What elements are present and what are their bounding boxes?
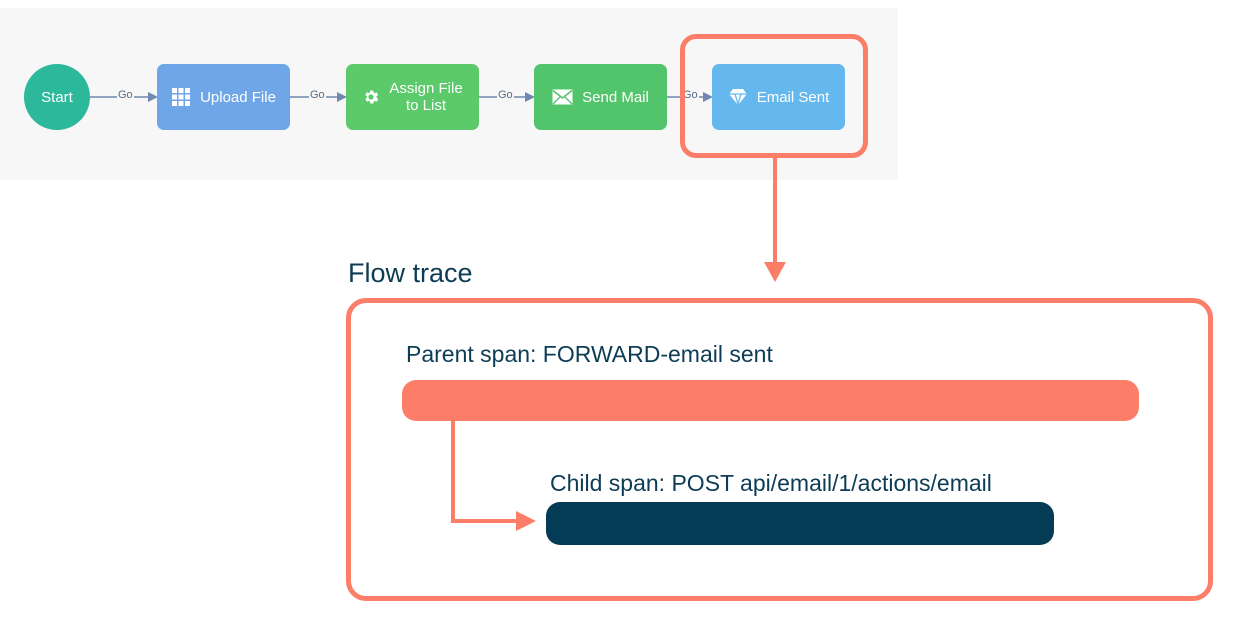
flow-trace-panel bbox=[346, 298, 1213, 601]
flow-trace-title: Flow trace bbox=[348, 258, 473, 288]
send-mail-label: Send Mail bbox=[582, 88, 649, 106]
span-link-line bbox=[451, 420, 520, 523]
highlight-frame bbox=[680, 34, 868, 158]
assign-file-node[interactable]: Assign File to List bbox=[346, 64, 479, 130]
parent-span-bar[interactable] bbox=[402, 380, 1139, 421]
email-sent-node[interactable]: Email Sent bbox=[712, 64, 845, 130]
start-node[interactable]: Start bbox=[24, 64, 90, 130]
diamond-icon bbox=[728, 88, 748, 106]
assign-file-label: Assign File to List bbox=[389, 80, 463, 114]
email-sent-label: Email Sent bbox=[756, 88, 830, 106]
grid-icon bbox=[171, 87, 191, 107]
connector-label: Go bbox=[682, 89, 699, 101]
gear-icon bbox=[362, 88, 380, 106]
pointer-arrowhead bbox=[764, 262, 786, 282]
connector-label: Go bbox=[497, 89, 514, 101]
child-span-bar[interactable] bbox=[546, 502, 1054, 545]
send-mail-node[interactable]: Send Mail bbox=[534, 64, 667, 130]
span-link-arrowhead bbox=[516, 511, 536, 531]
connector-label: Go bbox=[117, 89, 134, 101]
upload-file-node[interactable]: Upload File bbox=[157, 64, 290, 130]
child-span-label: Child span: POST api/email/1/actions/ema… bbox=[550, 470, 992, 496]
parent-span-label: Parent span: FORWARD-email sent bbox=[406, 341, 773, 367]
upload-file-label: Upload File bbox=[200, 88, 276, 106]
envelope-icon bbox=[552, 89, 573, 105]
start-node-label: Start bbox=[41, 88, 73, 106]
connector-label: Go bbox=[309, 89, 326, 101]
